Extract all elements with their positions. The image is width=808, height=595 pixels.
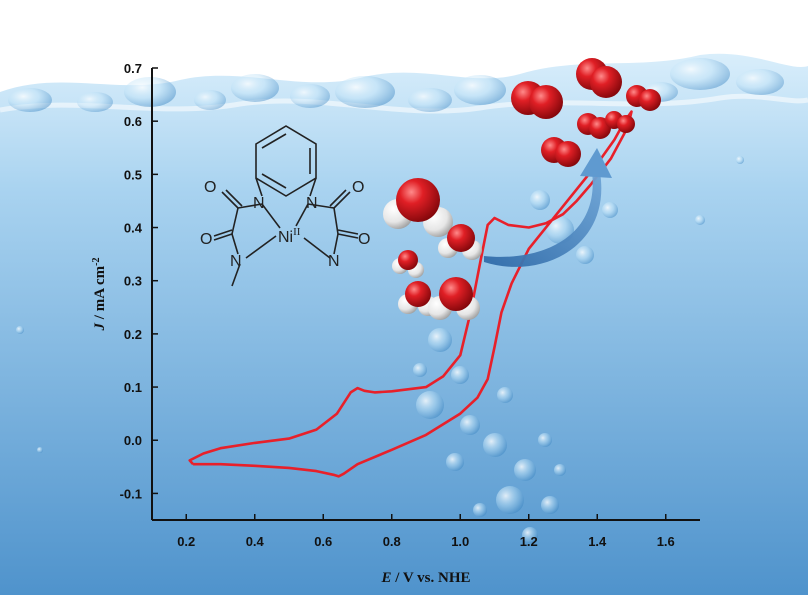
x-tick-label: 0.6 [314,534,332,549]
atom-ni-oxidation-state: II [293,226,301,238]
oxygen-molecule-3 [626,85,661,111]
surface-bubbles [8,58,784,112]
rising-bubbles [16,156,744,543]
y-tick-label: 0.2 [124,327,142,342]
x-axis-title-var: E [380,570,391,586]
y-tick-label: 0.6 [124,114,142,129]
x-tick-label: 0.8 [383,534,401,549]
y-tick-label: 0.7 [124,61,142,76]
atom-ni-symbol: Ni [278,229,293,246]
x-ticks: 0.2 0.4 0.6 0.8 1.0 1.2 1.4 1.6 [177,514,675,549]
atom-n-2: N [306,195,318,212]
water-molecule-3 [392,250,424,278]
atom-o-4: O [358,231,370,248]
x-tick-label: 0.2 [177,534,195,549]
water-molecule-5 [428,277,480,320]
water-molecule-2 [438,224,482,260]
x-axis-title-rest: / V vs. NHE [391,570,470,586]
oxygen-molecules [511,58,661,167]
series [188,110,633,478]
oxygen-molecule-6 [541,137,581,167]
x-tick-label: 1.6 [657,534,675,549]
oxygen-molecule-1 [511,81,563,119]
y-tick-label: -0.1 [120,486,142,501]
oxygen-molecule-5 [605,111,635,133]
x-axis-title: E / V vs. NHE [380,570,470,586]
atom-n-1: N [253,195,265,212]
nickel-complex-structure [213,125,359,287]
x-tick-label: 1.2 [520,534,538,549]
y-axis-title-var: J [92,322,108,331]
y-tick-label: 0.3 [124,274,142,289]
y-ticks: -0.1 0.0 0.1 0.2 0.3 0.4 0.5 0.6 0.7 [120,61,158,501]
y-tick-label: 0.0 [124,433,142,448]
oxygen-molecule-2 [576,58,622,98]
benzene-ring [255,125,317,197]
cv-curve [188,110,633,478]
y-tick-label: 0.1 [124,380,142,395]
atom-n-3: N [230,253,242,270]
y-axis-title-rest: / mA cm [92,265,108,323]
y-axis-title-sup: -2 [91,258,102,266]
water-molecules [383,178,482,320]
y-tick-label: 0.4 [124,221,143,236]
y-tick-label: 0.5 [124,167,142,182]
atom-n-4: N [328,253,340,270]
x-tick-label: 0.4 [246,534,265,549]
water-molecule-1 [383,178,453,237]
curved-arrow [484,148,612,267]
atom-o-3: O [352,179,364,196]
atom-ni: NiII [278,226,301,246]
structure-atom-labels: N N N N O O O O NiII [200,179,370,270]
atom-o-1: O [204,179,216,196]
y-axis-title: J / mA cm-2 [91,258,109,332]
x-tick-label: 1.4 [588,534,607,549]
x-tick-label: 1.0 [451,534,469,549]
atom-o-2: O [200,231,212,248]
